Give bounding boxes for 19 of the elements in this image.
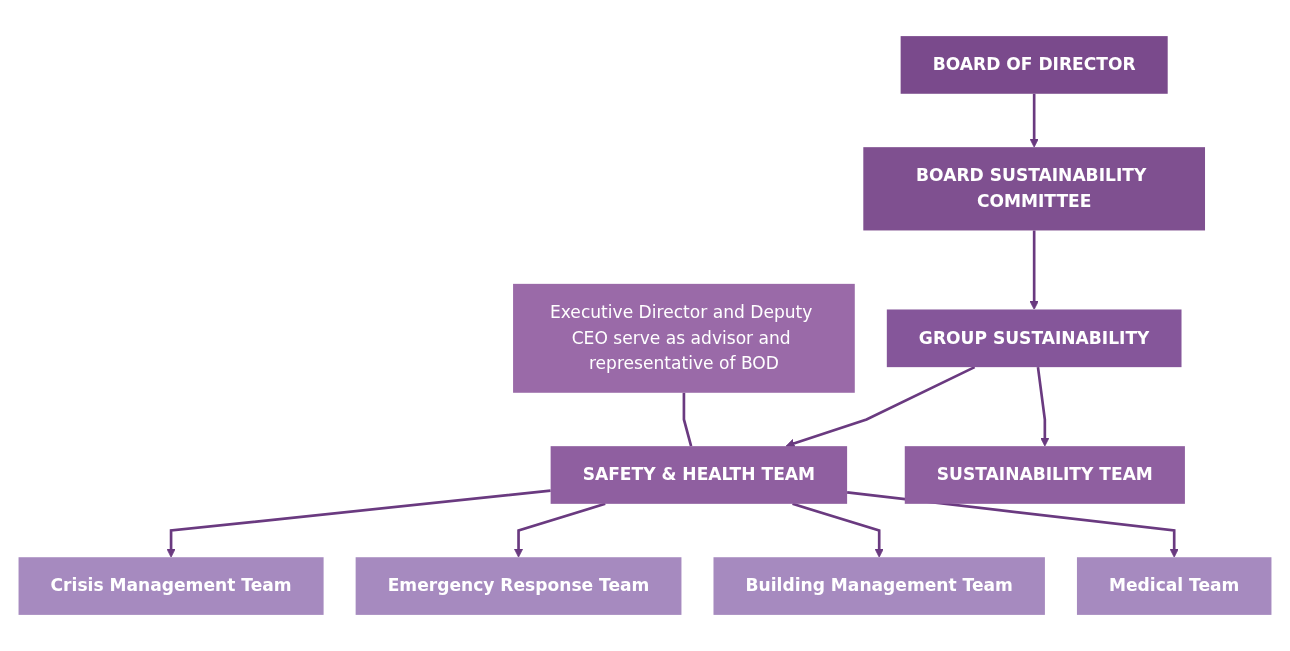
node-box: Crisis Management Team: [18, 557, 324, 615]
node-box: BOARD SUSTAINABILITY COMMITTEE: [863, 147, 1205, 231]
node-box: Building Management Team: [713, 557, 1045, 615]
node-box: SUSTAINABILITY TEAM: [904, 446, 1185, 504]
node-box: SAFETY & HEALTH TEAM: [550, 446, 848, 504]
node-box: Emergency Response Team: [355, 557, 682, 615]
node-box: GROUP SUSTAINABILITY: [886, 309, 1182, 368]
arrow: [166, 489, 551, 558]
node-box: Executive Director and Deputy CEO serve as advisor and representative of BOD: [513, 283, 855, 393]
arrow: [785, 365, 976, 448]
arrow: [513, 502, 606, 558]
node-box: Medical Team: [1076, 557, 1272, 615]
arrow: [1036, 366, 1050, 447]
arrow: [1029, 93, 1039, 148]
arrow: [792, 502, 884, 558]
arrow: [846, 491, 1179, 558]
connector: [682, 392, 693, 447]
arrow: [1029, 230, 1039, 310]
node-box: BOARD OF DIRECTOR: [900, 36, 1168, 94]
